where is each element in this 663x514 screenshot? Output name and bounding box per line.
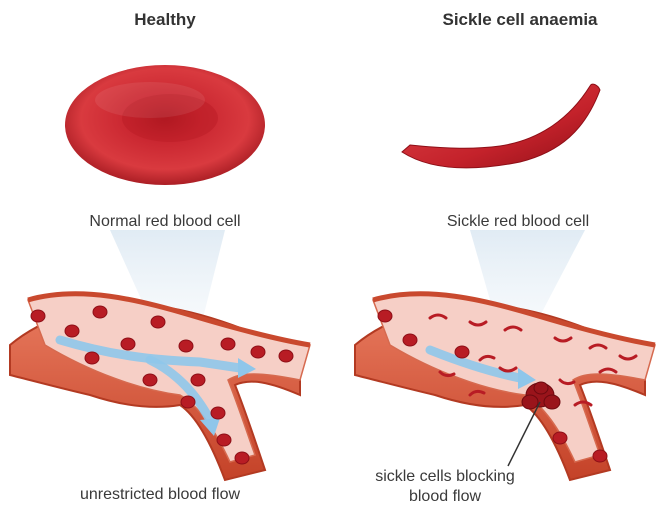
blocking-annotation-line1: sickle cells blocking <box>345 468 545 486</box>
blocking-annotation-line2: blood flow <box>345 488 545 506</box>
unrestricted-flow-label: unrestricted blood flow <box>40 486 280 504</box>
sickle-vessel <box>355 294 655 480</box>
sickle-red-blood-cell-illustration <box>402 84 600 168</box>
healthy-title: Healthy <box>90 10 240 30</box>
healthy-vessel <box>10 294 310 480</box>
sickle-title: Sickle cell anaemia <box>415 10 625 30</box>
normal-red-blood-cell-illustration <box>65 65 265 185</box>
annotation-pointer <box>508 402 540 466</box>
sickle-cell-label: Sickle red blood cell <box>418 213 618 231</box>
normal-cell-label: Normal red blood cell <box>50 213 280 231</box>
